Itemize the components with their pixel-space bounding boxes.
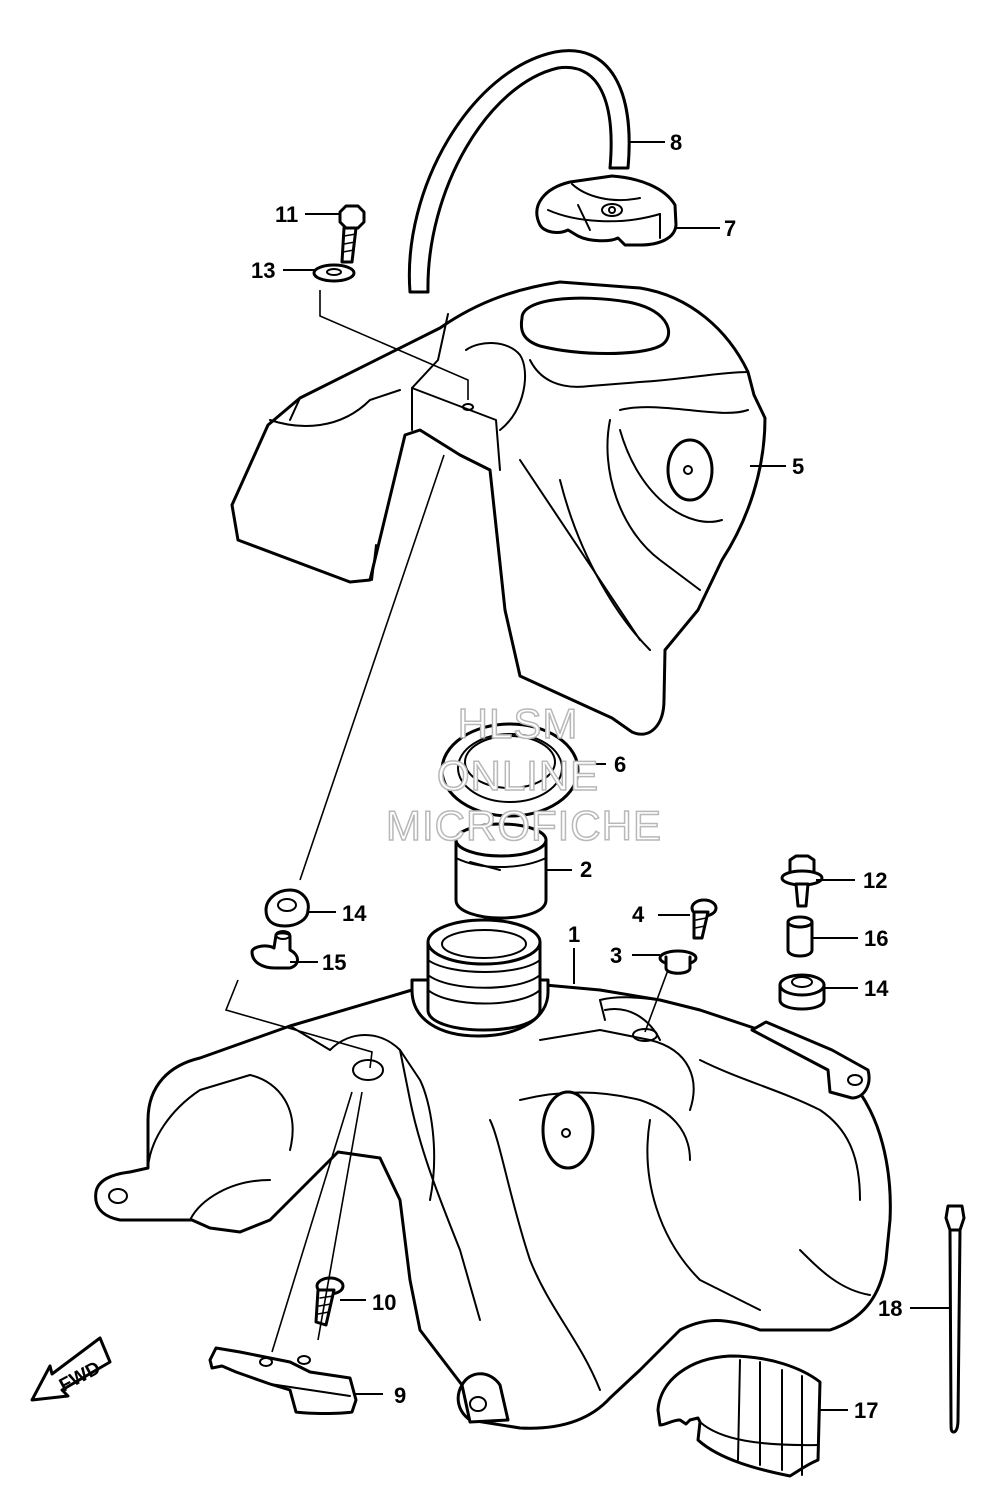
- fuel-tank-cover: [230, 280, 767, 736]
- screw-10: [314, 1276, 345, 1327]
- fuel-tank: [94, 918, 892, 1430]
- fuel-cap: [535, 174, 678, 247]
- bolt-12: [780, 854, 824, 908]
- callout-13: 13: [251, 258, 275, 283]
- callout-10: 10: [372, 1290, 396, 1315]
- screw-4: [690, 898, 718, 940]
- spacer-16: [786, 915, 814, 958]
- callout-labels: 1 2 3 4 5 6 7 8 9 10 11 12 13 14 14 15 1…: [251, 130, 902, 1423]
- callout-6: 6: [614, 752, 626, 777]
- callout-4: 4: [632, 902, 645, 927]
- collar-15: [250, 930, 299, 970]
- fwd-arrow-icon: [30, 1336, 112, 1402]
- callout-15: 15: [322, 950, 346, 975]
- grommet-14-left: [264, 888, 310, 928]
- watermark-line-2: ONLINE: [437, 752, 599, 799]
- callout-17: 17: [854, 1398, 878, 1423]
- assembly-guide-lines: [224, 290, 669, 1353]
- callout-14-right: 14: [864, 976, 889, 1001]
- grommet-14-right: [778, 973, 826, 1011]
- filler-seal-6: [440, 722, 580, 818]
- forward-direction-indicator: FWD: [30, 1336, 112, 1402]
- callout-11: 11: [275, 202, 298, 227]
- cable-tie-18: [944, 1204, 966, 1434]
- callout-16: 16: [864, 926, 888, 951]
- callout-5: 5: [792, 454, 804, 479]
- bracket-9: [208, 1346, 358, 1415]
- callout-9: 9: [394, 1383, 406, 1408]
- bolt-11: [338, 204, 366, 264]
- callout-3: 3: [610, 943, 622, 968]
- callout-8: 8: [670, 130, 682, 155]
- filler-neck-2: [454, 822, 548, 920]
- tank-damper-17: [656, 1354, 822, 1478]
- callout-18: 18: [878, 1296, 902, 1321]
- callout-1: 1: [568, 922, 580, 947]
- callout-7: 7: [724, 216, 736, 241]
- breather-hose: [407, 49, 631, 294]
- washer-13: [312, 263, 356, 283]
- callout-2: 2: [580, 857, 592, 882]
- leader-lines: [283, 141, 950, 1411]
- callout-12: 12: [863, 868, 887, 893]
- watermark: HLSM ONLINE MICROFICHE: [385, 699, 662, 850]
- stud-3: [658, 949, 698, 975]
- watermark-line-3: MICROFICHE: [386, 802, 662, 849]
- callout-14-left: 14: [342, 901, 367, 926]
- watermark-line-1: HLSM: [458, 700, 579, 747]
